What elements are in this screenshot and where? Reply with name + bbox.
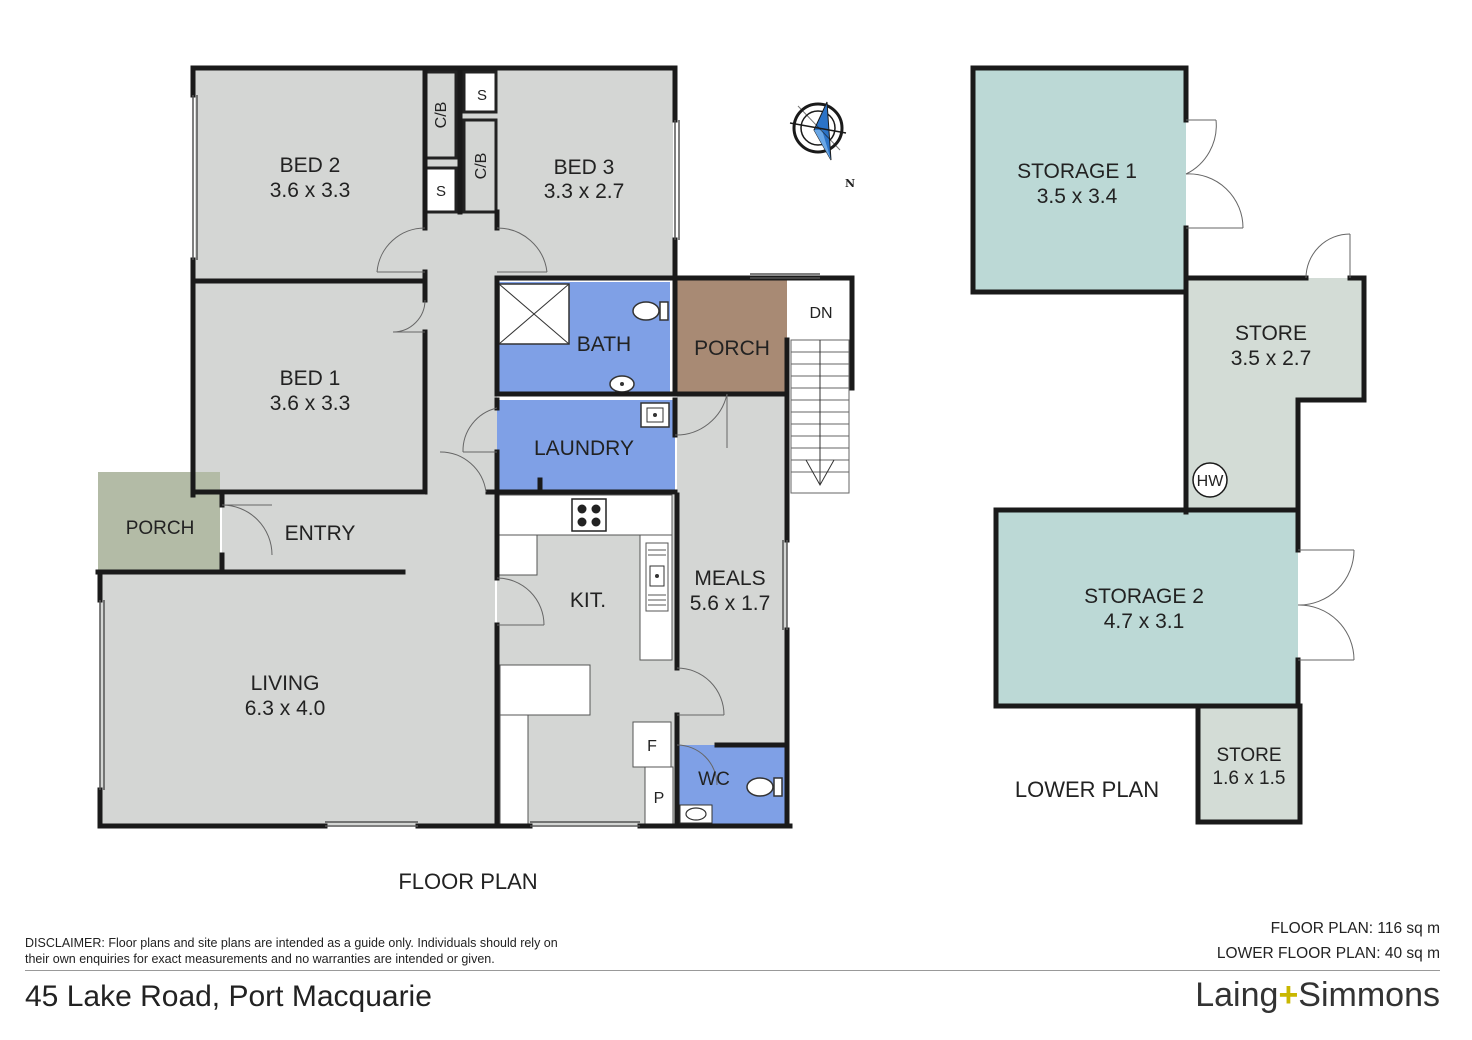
- lower-walls: [970, 65, 1367, 825]
- bath-toilet-icon: [632, 301, 669, 321]
- closet-label-1: C/B: [433, 102, 450, 129]
- bed2-dims: 3.6 x 3.3: [270, 179, 351, 202]
- compass-north-label: N: [845, 177, 855, 190]
- wc-name: WC: [698, 769, 730, 790]
- cooktop-icon: [571, 498, 607, 532]
- door-swings: [221, 227, 728, 786]
- bed1-name: BED 1: [280, 367, 341, 390]
- porch-entry-fill: [98, 472, 220, 572]
- windows: [99, 95, 820, 827]
- pantry-label: P: [654, 790, 665, 807]
- living-name: LIVING: [251, 672, 320, 695]
- bed3-name: BED 3: [554, 156, 615, 179]
- living-fill: [100, 573, 495, 825]
- meals-fill: [677, 395, 787, 745]
- lower-doors: [1185, 119, 1355, 661]
- store-a-name: STORE: [1235, 322, 1307, 345]
- store-b-dims: 1.6 x 1.5: [1213, 768, 1286, 789]
- storage2-name: STORAGE 2: [1084, 585, 1204, 608]
- porch-upper-name: PORCH: [694, 337, 770, 360]
- storage1-dims: 3.5 x 3.4: [1037, 185, 1118, 208]
- wc-toilet-icon: [746, 777, 783, 797]
- store-a-dims: 3.5 x 2.7: [1231, 347, 1312, 370]
- bed3-dims: 3.3 x 2.7: [544, 180, 625, 203]
- meals-dims: 5.6 x 1.7: [690, 592, 771, 615]
- laundry-tub-icon: [640, 402, 670, 428]
- room-labels: BED 2 3.6 x 3.3 BED 3 3.3 x 2.7 BED 1 3.…: [126, 154, 1312, 790]
- floor-plan-title: FLOOR PLAN: [398, 869, 537, 894]
- shower-icon: [498, 283, 570, 345]
- bed1-dims: 3.6 x 3.3: [270, 392, 351, 415]
- living-dims: 6.3 x 4.0: [245, 697, 326, 720]
- bath-basin-icon: [609, 375, 635, 393]
- entry-name: ENTRY: [285, 522, 356, 545]
- kitchen-name: KIT.: [570, 589, 606, 612]
- wc-basin-icon: [679, 804, 713, 824]
- laundry-name: LAUNDRY: [534, 437, 634, 460]
- kitchen-sink-icon: [645, 542, 669, 612]
- bed2-name: BED 2: [280, 154, 341, 177]
- hall-fill: [425, 220, 497, 495]
- compass-icon: [789, 101, 847, 161]
- shelf-label-2: S: [436, 183, 446, 200]
- stairs: [790, 339, 850, 494]
- down-stairs-label: DN: [809, 305, 832, 322]
- hot-water-label: HW: [1197, 473, 1225, 490]
- storage2-dims: 4.7 x 3.1: [1104, 610, 1185, 633]
- room-fills: [98, 70, 787, 825]
- bed3-fill: [497, 70, 673, 278]
- bath-name: BATH: [577, 333, 631, 356]
- shelf-label-1: S: [477, 87, 487, 104]
- closet-label-2: C/B: [473, 153, 490, 180]
- storage1-name: STORAGE 1: [1017, 160, 1137, 183]
- lower-plan-title: LOWER PLAN: [1015, 777, 1159, 802]
- hot-water-icon: [1192, 462, 1228, 498]
- fridge-label: F: [647, 738, 657, 755]
- walls: [95, 65, 855, 829]
- entry-fill: [222, 495, 497, 573]
- bed1-fill: [195, 282, 425, 492]
- closet-boxes: [424, 70, 498, 214]
- porch-upper-fill: [675, 280, 787, 392]
- fixture-labels: C/B C/B S S DN F P HW: [433, 87, 1224, 807]
- meals-name: MEALS: [694, 567, 765, 590]
- store-b-name: STORE: [1216, 745, 1281, 766]
- bed2-fill: [195, 70, 425, 280]
- porch-entry-name: PORCH: [126, 518, 195, 539]
